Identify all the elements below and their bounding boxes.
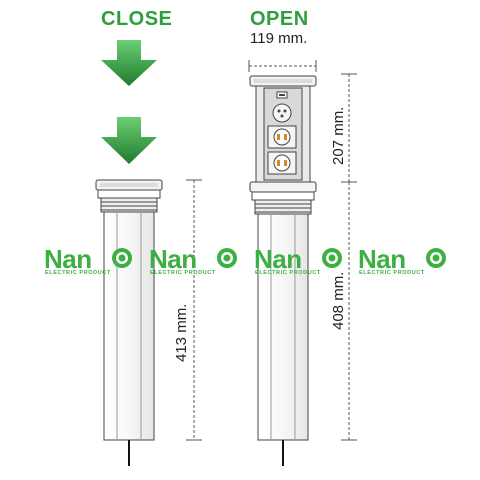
brand-name: Nan xyxy=(254,244,302,274)
brand-name: Nan xyxy=(358,244,406,274)
top-height-label: 207 mm. xyxy=(330,106,347,165)
brand-tagline: ELECTRIC PRODUCT xyxy=(255,270,321,276)
width-dimension xyxy=(248,60,317,72)
brand-logo: Nan ELECTRIC PRODUCT xyxy=(358,246,450,280)
brand-tagline: ELECTRIC PRODUCT xyxy=(150,270,216,276)
open-height-dimensions xyxy=(341,73,357,441)
brand-o-icon xyxy=(217,248,237,268)
width-label: 119 mm. xyxy=(250,30,308,47)
down-arrow-icon xyxy=(101,117,157,164)
closed-height-label: 413 mm. xyxy=(173,303,190,362)
open-label: OPEN xyxy=(250,8,309,30)
base-height-label: 408 mm. xyxy=(330,271,347,330)
brand-tagline: ELECTRIC PRODUCT xyxy=(45,270,111,276)
down-arrow-icon xyxy=(101,40,157,86)
brand-o-icon xyxy=(426,248,446,268)
closed-unit xyxy=(95,179,163,466)
close-label: CLOSE xyxy=(101,8,173,30)
brand-logo: Nan ELECTRIC PRODUCT xyxy=(44,246,136,280)
brand-logo: Nan ELECTRIC PRODUCT xyxy=(149,246,241,280)
brand-name: Nan xyxy=(44,244,92,274)
open-unit xyxy=(249,75,317,466)
brand-logo: Nan ELECTRIC PRODUCT xyxy=(254,246,346,280)
brand-name: Nan xyxy=(149,244,197,274)
brand-tagline: ELECTRIC PRODUCT xyxy=(359,270,425,276)
closed-height-dimension xyxy=(186,179,202,441)
brand-o-icon xyxy=(322,248,342,268)
brand-o-icon xyxy=(112,248,132,268)
